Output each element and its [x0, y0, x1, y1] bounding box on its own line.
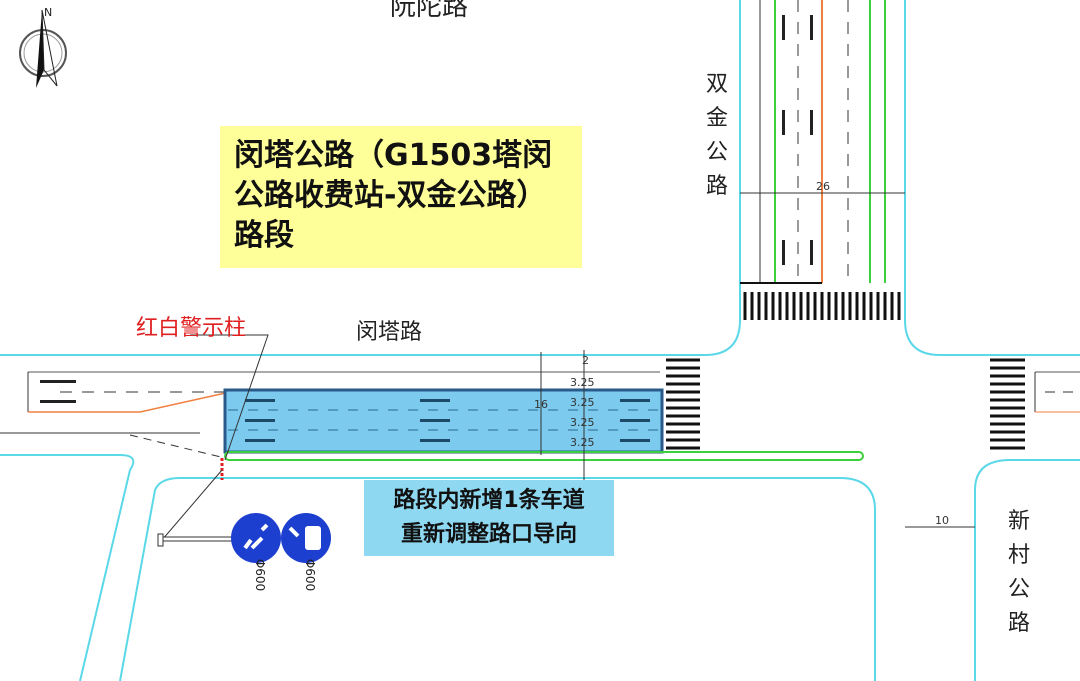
non-motor-keep-left-sign-icon	[231, 513, 281, 563]
xincun-width-label: 10	[935, 514, 949, 527]
road-char: 村	[1008, 543, 1031, 568]
road-char: 路	[1008, 611, 1031, 636]
road-char: 公	[1008, 577, 1031, 602]
top-road-name: 阮陀路	[390, 0, 469, 22]
crosswalk-north	[743, 292, 901, 320]
road-char: 路	[706, 174, 729, 199]
note-line: 重新调整路口导向	[400, 522, 577, 547]
road-shuangjin: 双金公路	[706, 68, 730, 204]
leader-line	[190, 334, 269, 461]
road-mintalu: 闵塔路	[356, 320, 423, 345]
title-box: 闵塔公路（G1503塔闵公路收费站-双金公路）路段	[220, 126, 582, 268]
lane-width-label: 3.25	[570, 376, 595, 389]
shuangjin-width-label: 26	[816, 180, 830, 193]
road-char: 新	[1008, 509, 1031, 534]
lane-width-label: 3.25	[570, 396, 595, 409]
main-road-lane-markings	[0, 371, 1080, 459]
total-width-label: 16	[534, 398, 548, 411]
road-char: 公	[706, 140, 729, 165]
road-char: 双	[706, 72, 729, 97]
green-bike-lane	[224, 451, 864, 461]
lane-width-label: 3.25	[570, 436, 595, 449]
sign-size: Φ600	[253, 558, 268, 592]
crosswalk-west-east	[666, 358, 1025, 450]
sign-support-bar	[157, 533, 234, 547]
compass-label: N	[44, 6, 53, 19]
westbound-arrow-icons	[40, 380, 76, 403]
shuangjin-lane-markings	[740, 0, 886, 284]
note-line: 路段内新增1条车道	[393, 488, 585, 513]
sign-size: Φ600	[303, 558, 318, 592]
lane-width-label: 3.25	[570, 416, 595, 429]
north-compass-icon	[19, 9, 67, 88]
highlight-lane-arrow-icons	[245, 399, 650, 442]
side-width-label: 2	[582, 354, 589, 367]
road-char: 金	[706, 106, 729, 131]
motor-vehicle-keep-left-sign-icon	[281, 513, 331, 563]
warning-post-label: 红白警示柱	[136, 316, 247, 341]
lane-arrow-icons	[782, 15, 813, 265]
leader-line	[161, 469, 223, 541]
note-box: 路段内新增1条车道 重新调整路口导向	[364, 480, 614, 556]
road-xincun: 新村公路	[1008, 505, 1032, 641]
